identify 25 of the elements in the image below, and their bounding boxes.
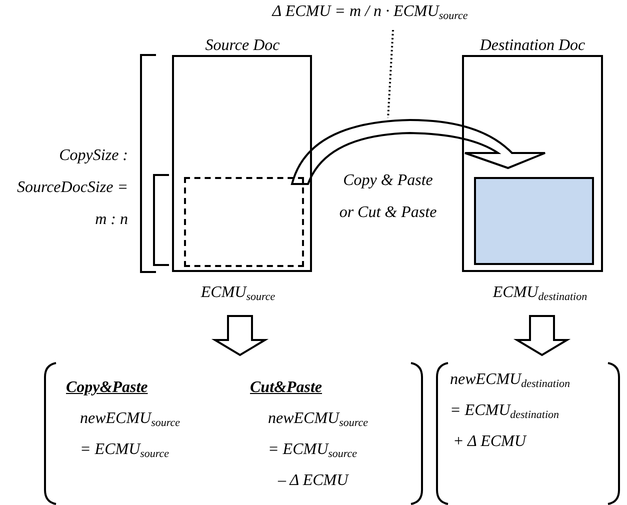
- formula-line: = ECMU$_{source}$: [80, 440, 170, 460]
- value-label: ECMU$_{destination}$: [472, 283, 608, 307]
- formula-line: newECMU$_{destination}$: [450, 370, 570, 390]
- parenthesized-group: [434, 362, 622, 505]
- curved-arrow: [291, 119, 546, 185]
- formula-line: + Δ ECMU: [453, 432, 526, 452]
- block-arrow: [513, 315, 571, 356]
- formula-line: newECMU$_{source}$: [80, 409, 180, 429]
- formula-line: – Δ ECMU: [278, 471, 348, 491]
- column-heading: Cut&Paste: [250, 378, 322, 398]
- document-title: Destination Doc: [478, 36, 586, 56]
- formula-line: newECMU$_{source}$: [268, 409, 368, 429]
- parenthesized-group: [42, 362, 425, 505]
- formula: Δ ECMU = m / n · ECMU$_{source}$: [260, 2, 480, 26]
- selection-region: [184, 177, 304, 267]
- value-label: ECMU$_{source}$: [183, 283, 293, 307]
- column-heading: Copy&Paste: [66, 378, 148, 398]
- size-ratio-note: CopySize : SourceDocSize = m : n: [16, 146, 128, 230]
- leader-line: [387, 30, 394, 118]
- operation-note: Copy & Paste or Cut & Paste: [338, 171, 438, 223]
- block-arrow: [211, 315, 269, 356]
- formula-line: = ECMU$_{destination}$: [450, 401, 560, 421]
- formula-line: = ECMU$_{source}$: [268, 440, 358, 460]
- document-title: Source Doc: [204, 36, 281, 56]
- pasted-region: [474, 177, 594, 265]
